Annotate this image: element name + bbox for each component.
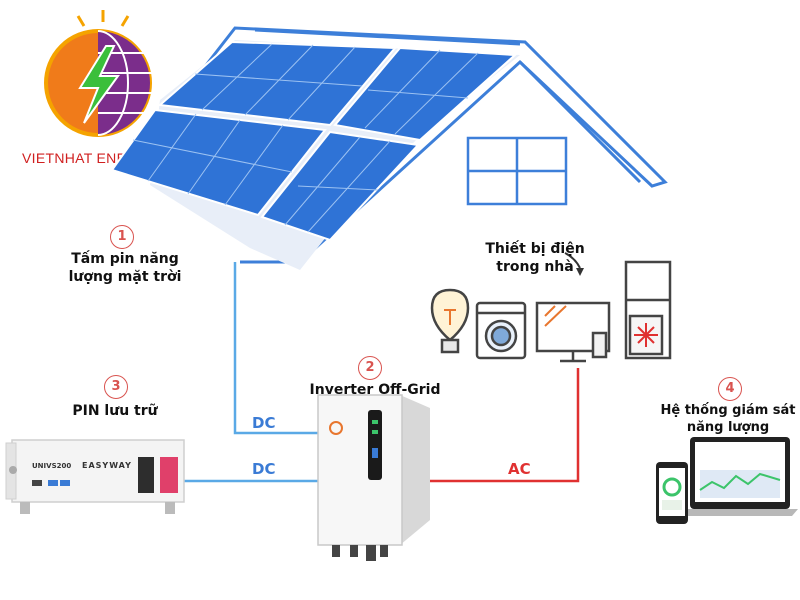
sun-globe-logo-icon (44, 10, 153, 137)
monitoring-label: Hệ thống giám sát năng lượng (658, 402, 798, 436)
inverter-icon (317, 394, 430, 561)
wire-label-ac: AC (508, 460, 531, 478)
panels-label-line2: lượng mặt trời (68, 269, 182, 285)
monitor-icon (535, 301, 611, 363)
battery-model: UNIVS200 (32, 462, 72, 470)
panels-label: Tấm pin năng lượng mặt trời (40, 250, 210, 286)
monitoring-devices-icon (656, 437, 798, 524)
appliances-label: Thiết bị điện trong nhà (475, 240, 595, 276)
battery-label: PIN lưu trữ (72, 403, 158, 419)
step-number-panels: 1 (110, 225, 134, 249)
battery-icon (5, 439, 185, 514)
monitoring-label-line1: Hệ thống giám sát (660, 403, 796, 418)
monitoring-label-line2: năng lượng (686, 420, 770, 435)
brand-logo: VIETNHAT ENERGY (18, 8, 168, 168)
step-number-battery: 3 (104, 375, 128, 399)
battery-brand: EASYWAY (82, 461, 132, 470)
step-number-inverter: 2 (358, 356, 382, 380)
washing-machine-icon (475, 301, 527, 360)
panels-label-line1: Tấm pin năng (71, 251, 179, 267)
solar-panels-icon (110, 40, 520, 270)
fridge-icon (624, 260, 672, 360)
appliances-label-line1: Thiết bị điện (485, 241, 585, 257)
inverter-label: Inverter Off-Grid (309, 382, 441, 398)
wire-label-panels-dc: DC (252, 414, 276, 432)
lightbulb-icon (430, 288, 470, 354)
appliances-label-line2: trong nhà (496, 259, 574, 275)
wire-label-battery-dc: DC (252, 460, 276, 478)
step-number-monitoring: 4 (718, 377, 742, 401)
